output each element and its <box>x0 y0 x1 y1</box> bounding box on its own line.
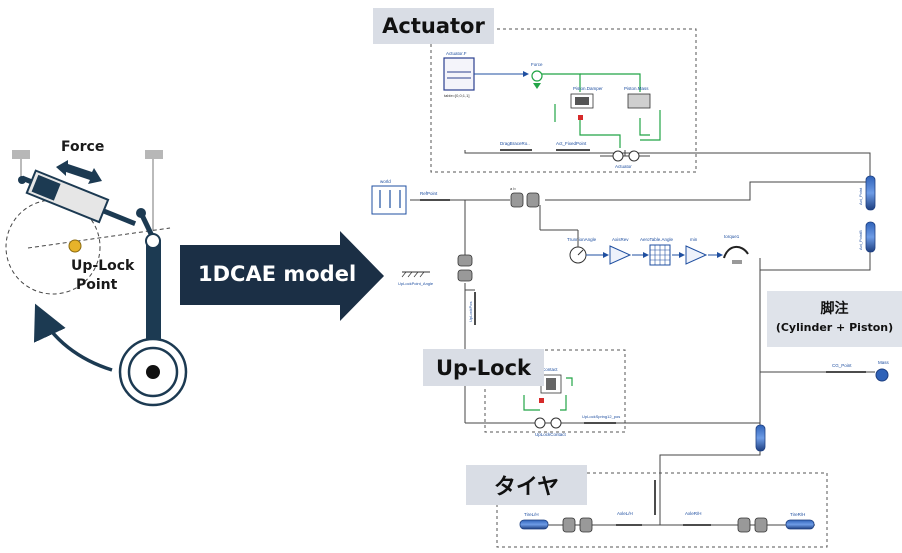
svg-text:a b: a b <box>510 186 516 191</box>
torque-block: torque1 <box>723 234 749 264</box>
world-block: world <box>371 179 407 215</box>
force-arrow-icon <box>56 160 102 184</box>
svg-text:table=[0,0;1,1]: table=[0,0;1,1] <box>444 93 469 98</box>
uplock-fixed-block: UpLockPoint_Angle <box>398 271 434 286</box>
leg-note-title: 脚注 <box>820 301 849 317</box>
actuator-f-block <box>443 57 475 91</box>
mass-block: Mass <box>875 360 890 382</box>
tire-right-label: TireR/H <box>790 512 805 517</box>
uplock-contact-joint: UpLockContact <box>534 417 567 437</box>
contact-label: Contact <box>542 367 558 372</box>
axle-right-label: AxleR/H <box>685 511 702 516</box>
gain-a-label: AxisRev <box>612 237 629 242</box>
act-point-b-block: Act_PointB <box>858 221 876 253</box>
model-arrow <box>180 231 384 321</box>
act-fixed-point-label: Act_FixedPoint <box>556 141 587 146</box>
mass-label: Mass <box>878 360 890 365</box>
trunnion-angle-label: TrunnionAngle <box>567 237 597 242</box>
strut-block <box>755 424 766 452</box>
force-label: Force <box>531 62 543 67</box>
mechanical-connections <box>410 150 875 526</box>
leg-note-subtitle: (Cylinder + Piston) <box>775 321 894 334</box>
actuator-joint-icon: Actuator <box>612 150 640 169</box>
model-arrow-label: 1DCAE model <box>198 262 357 286</box>
drag-brace-label: DragBraceRo.. <box>500 141 530 146</box>
piston-damper-block: Piston.Damper <box>570 86 603 120</box>
wheel-icon <box>118 337 188 407</box>
piston-damper-label: Piston.Damper <box>573 86 603 91</box>
gain-block-a: AxisRev <box>609 237 632 265</box>
tire-left-block: TireL/H <box>519 512 549 530</box>
uplock-contact-label: UpLockContact <box>535 432 567 437</box>
torque-label: torque1 <box>724 234 740 239</box>
svg-text:UpLockPos: UpLockPos <box>468 302 473 322</box>
axle-left-label: AxleL/H <box>617 511 633 516</box>
angle-table-block: AeroTable.Angle <box>640 237 674 266</box>
act-point-b-label: Act_PointB <box>858 230 863 250</box>
angle-table-label: AeroTable.Angle <box>640 237 674 242</box>
tire-right-block: TireR/H <box>785 512 815 530</box>
world-label: world <box>380 179 391 184</box>
retraction-arrow <box>33 303 113 372</box>
tire-section: TireL/H AxleL/H AxleR/H TireR/H <box>519 511 815 533</box>
landing-gear-mechanism <box>5 150 188 407</box>
tire-right-joint <box>737 517 768 533</box>
uplock-fixed-label: UpLockPoint_Angle <box>398 281 434 286</box>
force-block: Force <box>531 62 543 89</box>
fixed-ground-icon <box>12 150 163 230</box>
cg-point-label: CG_Point <box>832 363 852 368</box>
uplock-revolute-icon <box>457 254 473 282</box>
actuator-cylinder <box>21 169 137 227</box>
trunnion-angle-sensor: TrunnionAngle <box>567 237 597 264</box>
force-label-text: Force <box>61 139 105 155</box>
piston-mass-block: Piston.Mass <box>624 86 651 109</box>
revolute-joint-icon: a b <box>510 186 540 208</box>
actuator-f-label: Actuator.F <box>446 51 467 56</box>
uplock-link-bar: UpLockPos <box>468 292 476 325</box>
tire-group-box <box>496 472 828 548</box>
act-point-a-block: Act_Point <box>858 175 876 211</box>
uplock-point-label-line2: Point <box>76 277 118 293</box>
actuator-section: Actuator.F table=[0,0;1,1] Force Piston.… <box>443 51 661 169</box>
uplock-section: Contact UpLockContact UpLockSpring12_pos <box>523 367 620 437</box>
tire-left-label: TireL/H <box>524 512 539 517</box>
piston-mass-label: Piston.Mass <box>624 86 649 91</box>
tire-left-joint <box>562 517 593 533</box>
uplock-point-dot <box>68 239 82 253</box>
swing-arc <box>5 199 101 295</box>
uplock-point-label-line1: Up-Lock <box>71 258 135 274</box>
gain-block-b: min <box>685 237 708 265</box>
uplock-group-box <box>484 349 626 433</box>
leg-note-box: 脚注 (Cylinder + Piston) <box>767 291 902 347</box>
actuator-group-box <box>430 28 697 173</box>
act-point-a-label: Act_Point <box>858 187 863 205</box>
main-strut <box>146 240 161 350</box>
tire-section-label: タイヤ <box>466 465 587 505</box>
uplock-section-label: Up-Lock <box>423 349 544 386</box>
actuator-section-label: Actuator <box>373 8 494 44</box>
gain-b-label: min <box>690 237 698 242</box>
uplock-spring-label: UpLockSpring12_pos <box>582 414 620 419</box>
uplock-axis-line <box>27 227 171 249</box>
ref-point-label: RefPoint <box>420 191 438 196</box>
main-model: world RefPoint a b TrunnionAngle <box>371 175 890 515</box>
actuator-joint-label: Actuator <box>615 164 632 169</box>
